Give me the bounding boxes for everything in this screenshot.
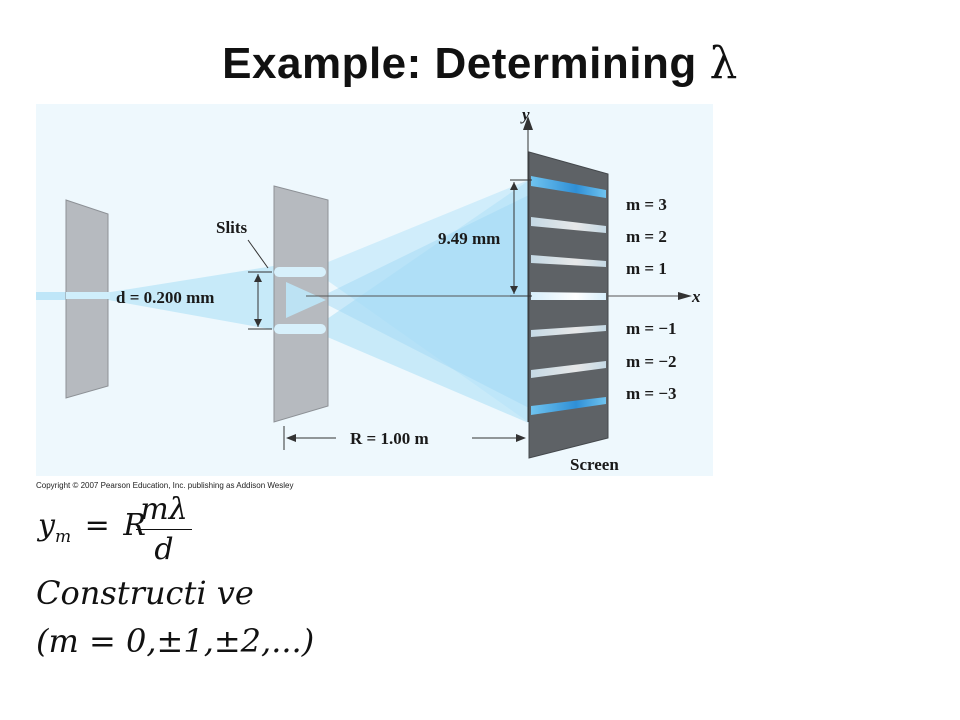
fringe-m0 bbox=[531, 292, 606, 300]
first-cone bbox=[86, 264, 286, 332]
fringe-mneg3 bbox=[531, 397, 606, 415]
order-label-m3: m = 3 bbox=[626, 195, 667, 214]
fringe-m3 bbox=[531, 176, 606, 198]
orders-equation: (m = 0,±1,±2,...) bbox=[36, 622, 315, 660]
double-slit-svg: y x Slits d = 0.200 mm 9.49 mm R = 1.00 … bbox=[36, 105, 701, 474]
eq-denominator: d bbox=[154, 532, 174, 567]
constructive-label: Constructi ve bbox=[36, 574, 254, 612]
d-arrow-bottom bbox=[254, 319, 262, 327]
eq-numerator: mλ bbox=[136, 492, 192, 530]
fringe-m1 bbox=[531, 255, 606, 267]
x-axis-label: x bbox=[691, 287, 701, 306]
upper-slit bbox=[274, 267, 326, 277]
order-label-mneg2: m = −2 bbox=[626, 352, 677, 371]
order-label-m2: m = 2 bbox=[626, 227, 667, 246]
incoming-beam bbox=[36, 292, 76, 300]
eq-y-sub: m bbox=[54, 527, 72, 547]
fringe-mneg2 bbox=[531, 361, 606, 378]
eq-R: R bbox=[123, 508, 146, 543]
eq-fraction: mλ d bbox=[136, 492, 192, 567]
fringe-spacing-label: 9.49 mm bbox=[438, 229, 500, 248]
d-arrow-top bbox=[254, 274, 262, 282]
y-axis-arrow bbox=[523, 116, 533, 130]
dim-arrow-top bbox=[510, 182, 518, 190]
slide-title: Example: Determining λ bbox=[0, 38, 960, 89]
lower-slit bbox=[274, 324, 326, 334]
fringes bbox=[531, 176, 606, 415]
lower-slit-fan bbox=[311, 179, 531, 424]
fringe-position-equation: ym = R bbox=[38, 508, 146, 547]
slits-leader bbox=[247, 239, 269, 269]
title-text: Example: Determining bbox=[222, 39, 697, 88]
order-label-mneg3: m = −3 bbox=[626, 384, 677, 403]
copyright-notice: Copyright © 2007 Pearson Education, Inc.… bbox=[36, 481, 294, 490]
order-label-mneg1: m = −1 bbox=[626, 319, 677, 338]
eq-equals: = bbox=[84, 508, 110, 543]
x-axis-arrow bbox=[678, 292, 692, 300]
fringe-mneg1 bbox=[531, 325, 606, 337]
slit-spacing-label: d = 0.200 mm bbox=[116, 288, 214, 307]
r-arrow-right bbox=[516, 434, 526, 442]
single-slit-opening bbox=[66, 292, 110, 299]
screen-label: Screen bbox=[570, 455, 619, 474]
order-label-m1: m = 1 bbox=[626, 259, 667, 278]
r-arrow-left bbox=[286, 434, 296, 442]
y-axis-label: y bbox=[520, 105, 530, 124]
slit-cone-inner bbox=[286, 282, 326, 318]
double-slit-diagram: y x Slits d = 0.200 mm 9.49 mm R = 1.00 … bbox=[36, 104, 713, 476]
central-fan bbox=[316, 194, 531, 409]
distance-label: R = 1.00 m bbox=[350, 429, 429, 448]
fringe-m2 bbox=[531, 217, 606, 233]
slits-label: Slits bbox=[216, 218, 248, 237]
dim-arrow-bottom bbox=[510, 286, 518, 294]
lambda-symbol: λ bbox=[709, 38, 738, 89]
eq-y: y bbox=[38, 508, 55, 543]
